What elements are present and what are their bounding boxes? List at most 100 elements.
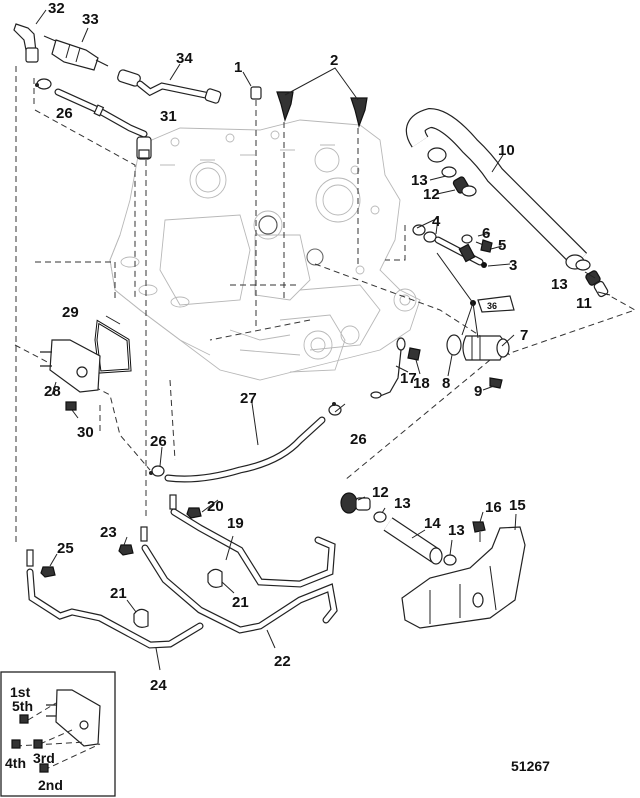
callout-33: 33 [82, 11, 99, 28]
callout-13: 13 [448, 522, 465, 539]
part-15-cover[interactable] [401, 526, 526, 629]
callout-25: 25 [57, 540, 74, 557]
part-8-o-ring[interactable] [446, 334, 462, 356]
part-25-nut[interactable] [40, 566, 56, 578]
part-4-o-rings[interactable] [412, 224, 437, 243]
callout-12: 12 [372, 484, 389, 501]
sequence-1st: 1st [10, 684, 31, 700]
part-1-plug[interactable] [250, 86, 262, 100]
assembly-lines [14, 66, 637, 545]
part-2-fitting[interactable] [276, 91, 368, 129]
part-22-fuel-line[interactable] [140, 526, 338, 634]
part-17-ground-wire[interactable] [370, 337, 406, 399]
callout-12: 12 [423, 186, 440, 203]
sealant-tube-label: 36 [487, 301, 497, 311]
callout-26: 26 [150, 433, 167, 450]
part-21-clamp[interactable] [133, 608, 149, 628]
leader-lines [35, 9, 611, 671]
part-14-tube[interactable] [383, 517, 443, 565]
part-20-nut[interactable] [186, 507, 202, 519]
callout-4: 4 [432, 213, 441, 230]
callout-34: 34 [176, 50, 193, 67]
callout-15: 15 [509, 497, 526, 514]
part-13-hose-clamp[interactable] [441, 166, 457, 178]
part-34-fuel-line[interactable] [117, 69, 222, 104]
part-7-water-fitting[interactable] [462, 335, 510, 361]
part-3-tube[interactable] [434, 236, 487, 268]
part-23-nut[interactable] [118, 544, 134, 556]
callout-30: 30 [77, 424, 94, 441]
callout-26: 26 [350, 431, 367, 448]
inset-bolt-3rd [33, 739, 43, 749]
part-12-fitting[interactable] [340, 492, 371, 514]
inset-bolt-4th [11, 739, 21, 749]
part-26-hose-clamp[interactable] [35, 78, 52, 90]
callout-13: 13 [411, 172, 428, 189]
callout-26: 26 [56, 105, 73, 122]
part-19-fuel-line[interactable] [169, 494, 336, 588]
callout-8: 8 [442, 375, 450, 392]
part-18-screw[interactable] [407, 347, 421, 361]
callout-16: 16 [485, 499, 502, 516]
part-16-screw[interactable] [472, 521, 486, 542]
callout-20: 20 [207, 498, 224, 515]
part-10-water-hose[interactable] [405, 107, 588, 270]
callout-31: 31 [160, 108, 177, 125]
callout-24: 24 [150, 677, 167, 694]
callout-21: 21 [110, 585, 127, 602]
part-32-elbow-fitting[interactable] [13, 23, 39, 63]
inset-module [55, 689, 101, 747]
callout-6: 6 [482, 225, 490, 242]
callout-28: 28 [44, 383, 61, 400]
part-13-hose-clamp[interactable] [373, 511, 387, 523]
callout-23: 23 [100, 524, 117, 541]
part-6-washer[interactable] [461, 234, 473, 244]
part-26-hose-clamp[interactable] [149, 465, 165, 477]
sequence-2nd: 2nd [38, 777, 63, 793]
callout-5: 5 [498, 237, 506, 254]
part-27-hose[interactable] [164, 416, 326, 483]
callout-32: 32 [48, 0, 65, 17]
callout-11: 11 [576, 295, 592, 312]
callout-14: 14 [424, 515, 441, 532]
callout-10: 10 [498, 142, 515, 159]
part-13-hose-clamp[interactable] [575, 259, 591, 271]
callout-2: 2 [330, 52, 338, 69]
callout-1: 1 [234, 59, 242, 76]
sequence-5th: 5th [12, 698, 33, 714]
part-13-hose-clamp[interactable] [443, 554, 457, 566]
callout-9: 9 [474, 383, 482, 400]
part-33-fuel-filter[interactable] [43, 35, 109, 71]
part-30-screw[interactable] [65, 401, 77, 411]
sequence-3rd: 3rd [33, 750, 55, 766]
callout-13: 13 [394, 495, 411, 512]
part-12-fitting[interactable] [452, 176, 477, 197]
sequence-4th: 4th [5, 755, 26, 771]
callout-13: 13 [551, 276, 568, 293]
callout-19: 19 [227, 515, 244, 532]
part-21-clamp[interactable] [207, 568, 223, 588]
part-28-module[interactable] [40, 339, 101, 393]
part-31-fuel-hose[interactable] [54, 88, 152, 160]
part-9-screw[interactable] [489, 377, 503, 389]
inset-bolt-1st-5th [19, 714, 29, 724]
figure-number: 51267 [511, 758, 550, 774]
callout-18: 18 [413, 375, 430, 392]
callout-21: 21 [232, 594, 249, 611]
callout-29: 29 [62, 304, 79, 321]
callout-7: 7 [520, 327, 528, 344]
part-26-hose-clamp[interactable] [328, 402, 342, 416]
callout-17: 17 [400, 370, 417, 387]
part-5-screw[interactable] [475, 239, 493, 253]
part-29-gasket[interactable] [94, 319, 132, 374]
callout-3: 3 [509, 257, 517, 274]
part-36-sealant-tube[interactable]: 36 [470, 295, 515, 313]
part-11-fitting[interactable] [585, 270, 609, 298]
inset-bolt-2nd [39, 763, 49, 773]
callout-27: 27 [240, 390, 257, 407]
callout-labels: 32 33 34 1 2 26 31 10 13 12 4 6 5 3 13 1… [44, 0, 592, 694]
engine-block-ghost [109, 119, 421, 381]
torque-sequence-inset: 1st 5th 4th 3rd 2nd [0, 671, 116, 797]
part-24-fuel-line[interactable] [26, 549, 204, 649]
